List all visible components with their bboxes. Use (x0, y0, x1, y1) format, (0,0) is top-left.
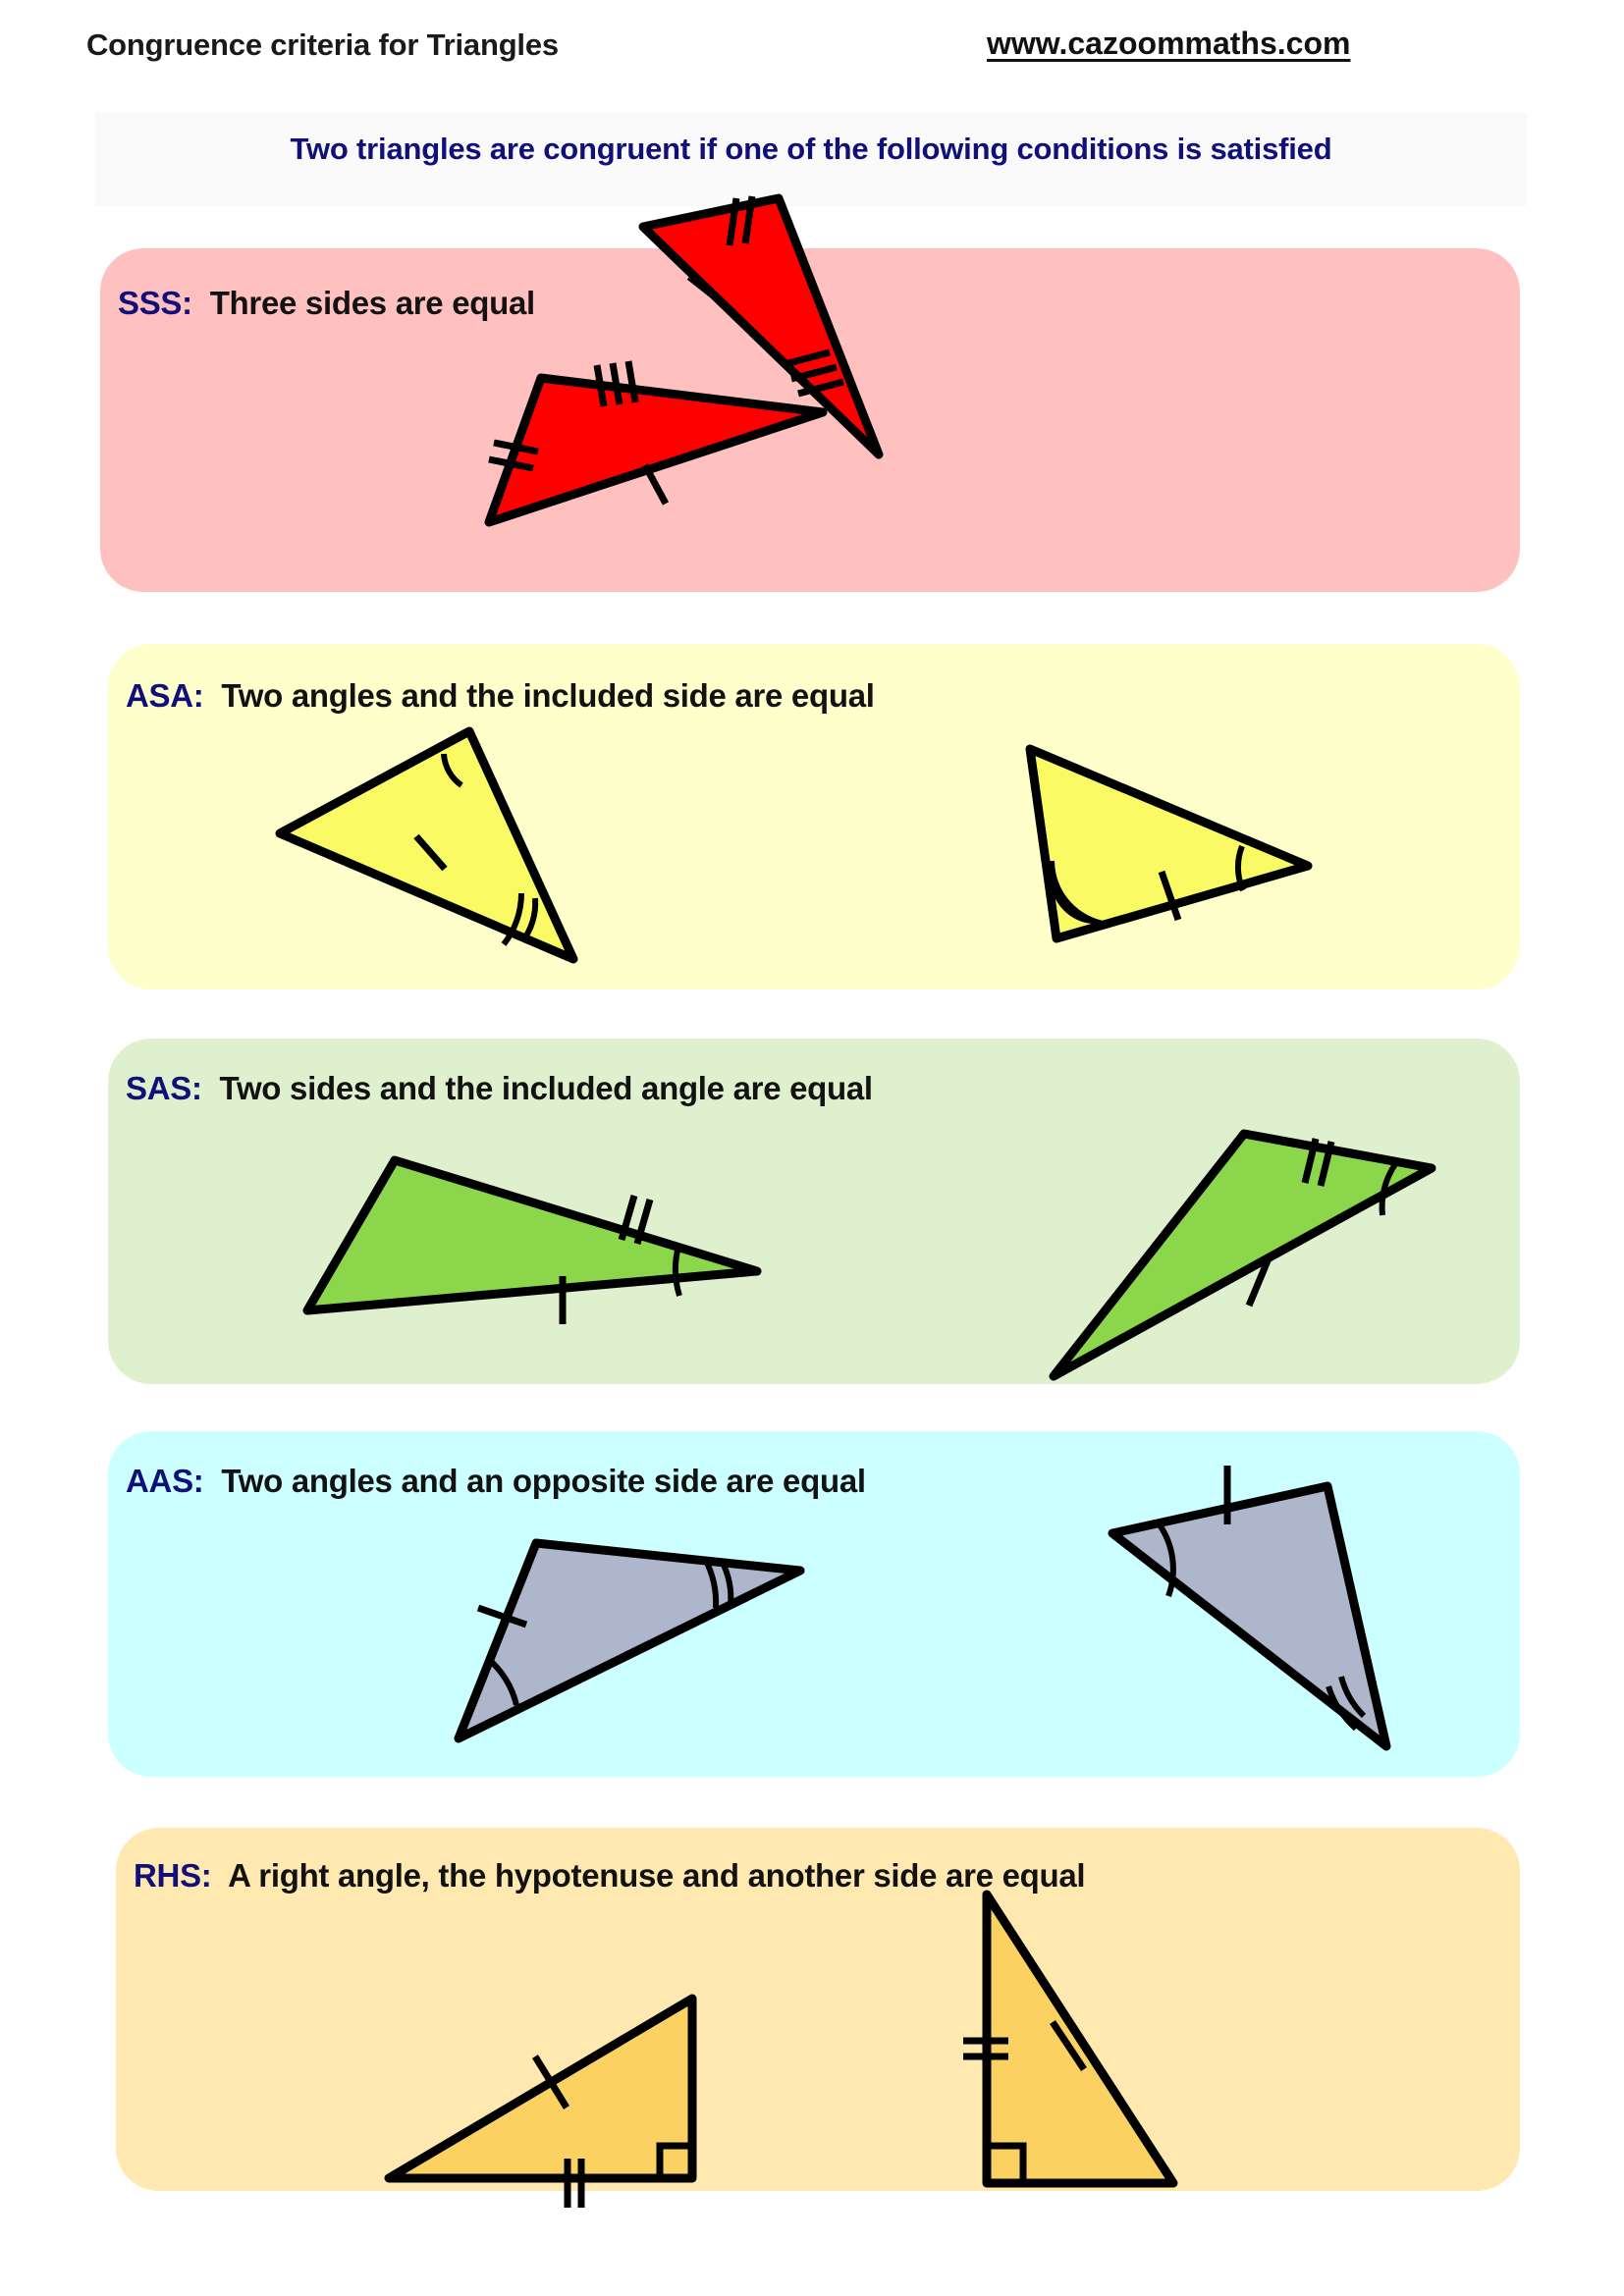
criterion-heading-aas: AAS: Two angles and an opposite side are… (126, 1463, 866, 1500)
criterion-code-asa: ASA: (126, 677, 204, 714)
criterion-code-sas: SAS: (126, 1070, 202, 1106)
criterion-heading-asa: ASA: Two angles and the included side ar… (126, 677, 875, 715)
criterion-description-rhs: A right angle, the hypotenuse and anothe… (228, 1857, 1086, 1894)
website-link[interactable]: www.cazoommaths.com (987, 26, 1351, 61)
criterion-description-sas: Two sides and the included angle are equ… (219, 1070, 874, 1106)
criterion-panel-rhs (116, 1828, 1520, 2191)
criterion-description-aas: Two angles and an opposite side are equa… (221, 1463, 866, 1499)
criterion-heading-sas: SAS: Two sides and the included angle ar… (126, 1070, 873, 1107)
criterion-description-sss: Three sides are equal (209, 285, 536, 321)
page-header: Congruence criteria for Triangles www.ca… (0, 0, 1624, 79)
criterion-description-asa: Two angles and the included side are equ… (221, 677, 875, 714)
criterion-code-sss: SSS: (118, 285, 192, 321)
criterion-heading-sss: SSS: Three sides are equal (118, 285, 535, 322)
page-title: Congruence criteria for Triangles (86, 27, 559, 62)
criterion-code-aas: AAS: (126, 1463, 204, 1499)
criterion-code-rhs: RHS: (134, 1857, 212, 1894)
criterion-heading-rhs: RHS: A right angle, the hypotenuse and a… (134, 1857, 1086, 1895)
subtitle-banner: Two triangles are congruent if one of th… (95, 113, 1527, 206)
subtitle-text: Two triangles are congruent if one of th… (290, 132, 1332, 166)
